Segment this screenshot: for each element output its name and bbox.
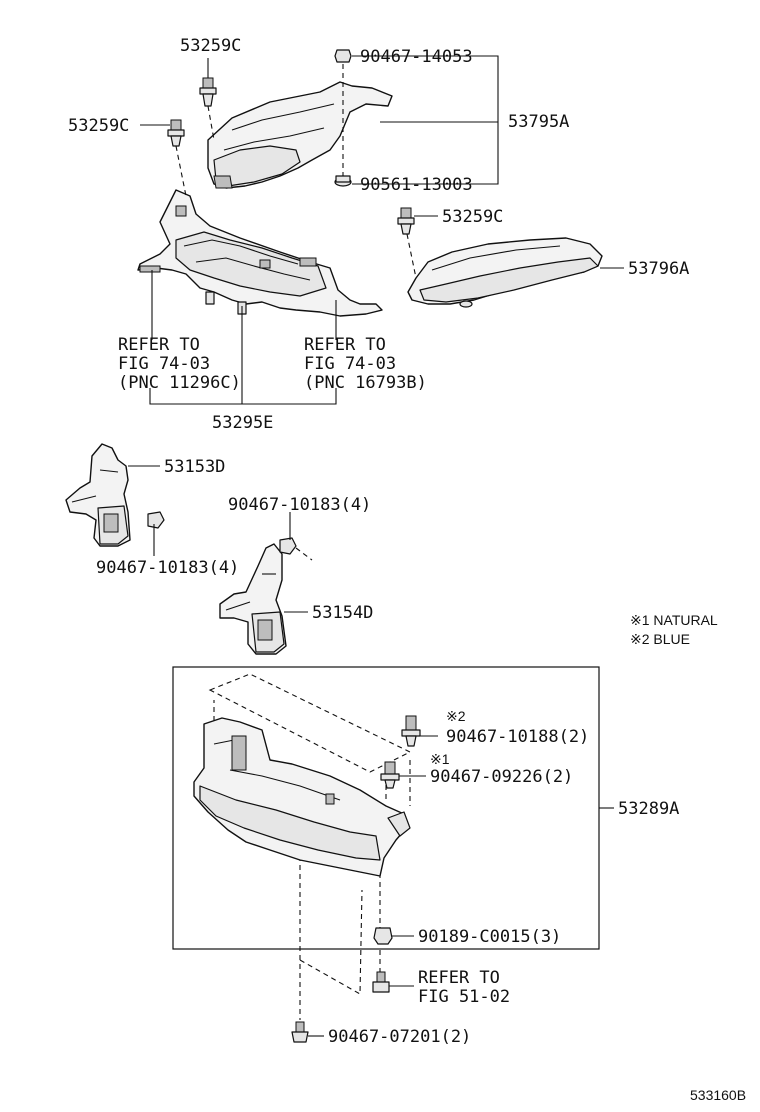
undercover-53289a	[193, 717, 411, 877]
label-53154d: 53154D	[312, 603, 373, 623]
label-90467-09226: 90467-09226(2)	[430, 767, 573, 787]
refer-left-line1: REFER TO	[118, 335, 200, 355]
bracket-53153d	[65, 443, 131, 547]
note-natural: ※1 NATURAL	[630, 612, 718, 628]
bracket-53154d	[219, 543, 287, 655]
label-90467-10183-right: 90467-10183(4)	[228, 495, 371, 515]
refer-right-line3: (PNC 16793B)	[304, 373, 427, 393]
clip-53259c-right	[397, 207, 415, 235]
label-53796a: 53796A	[628, 259, 689, 279]
cover-53795a	[207, 81, 393, 189]
label-90467-10183-left: 90467-10183(4)	[96, 558, 239, 578]
mark-1: ※1	[430, 751, 450, 767]
refer-bottom-line1: REFER TO	[418, 968, 500, 988]
refer-right-line2: FIG 74-03	[304, 354, 396, 374]
label-53295e: 53295E	[212, 413, 273, 433]
refer-right-line1: REFER TO	[304, 335, 386, 355]
refer-bottom-line2: FIG 51-02	[418, 987, 510, 1007]
label-90467-07201: 90467-07201(2)	[328, 1027, 471, 1047]
clip-90467-10188	[401, 715, 421, 747]
label-90561-13003: 90561-13003	[360, 175, 473, 195]
clip-90467-07201	[291, 1021, 309, 1043]
washer-90561-13003	[334, 175, 352, 187]
diagram-code: 533160B	[690, 1087, 746, 1103]
label-90467-14053: 90467-14053	[360, 47, 473, 67]
bolt-refer-fig-51-02	[372, 971, 390, 993]
label-53259c-left: 53259C	[68, 116, 129, 136]
label-53153d: 53153D	[164, 457, 225, 477]
label-53259c-top: 53259C	[180, 36, 241, 56]
nut-90467-14053	[334, 49, 352, 63]
label-53259c-right: 53259C	[442, 207, 503, 227]
support-53295e	[137, 189, 383, 317]
refer-left-line3: (PNC 11296C)	[118, 373, 241, 393]
label-90467-10188: 90467-10188(2)	[446, 727, 589, 747]
clip-53259c-top	[199, 77, 217, 107]
plate-53796a	[407, 237, 603, 308]
label-90189-c0015: 90189-C0015(3)	[418, 927, 561, 947]
clip-90467-09226	[380, 761, 400, 789]
bolt-90467-10183-left	[147, 511, 165, 529]
label-53289a: 53289A	[618, 799, 679, 819]
bolt-90467-10183-right	[279, 537, 297, 555]
mark-2: ※2	[446, 708, 466, 724]
label-53795a: 53795A	[508, 112, 569, 132]
note-blue: ※2 BLUE	[630, 631, 690, 647]
refer-left-line2: FIG 74-03	[118, 354, 210, 374]
nut-90189-c0015	[373, 927, 393, 945]
clip-53259c-left	[167, 119, 185, 147]
